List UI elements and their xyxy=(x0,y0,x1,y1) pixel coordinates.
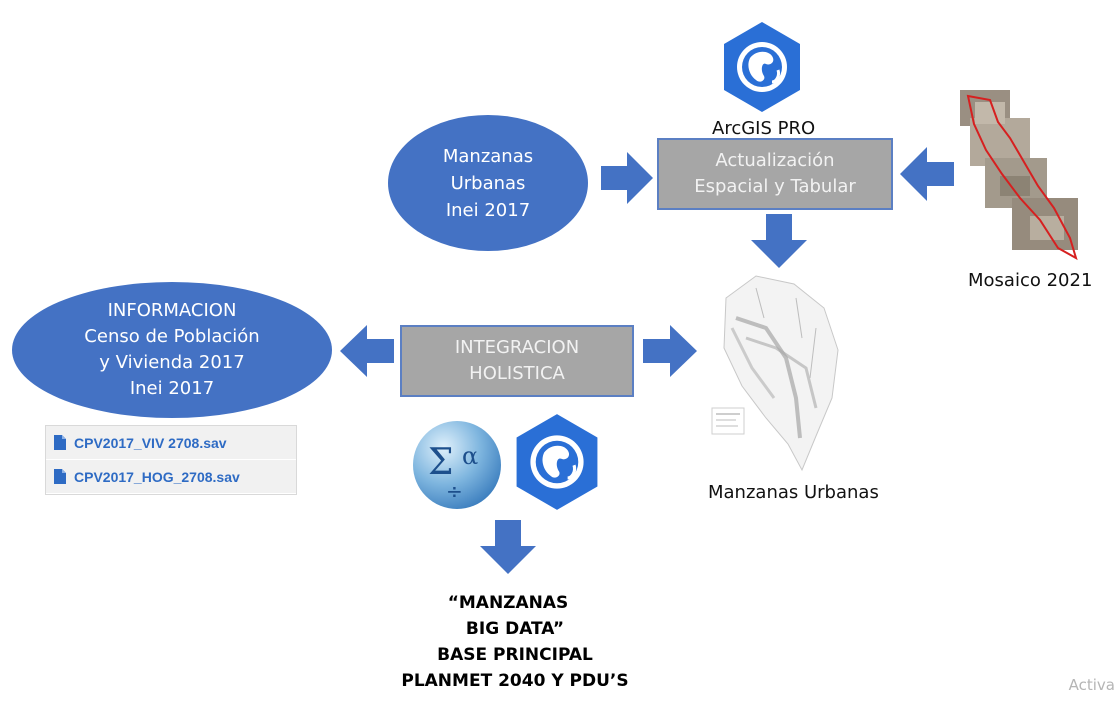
watermark: Activa xyxy=(1068,676,1115,694)
result-line: BIG DATA” xyxy=(465,619,565,639)
arcgis-pro-icon xyxy=(724,22,800,112)
ellipse-line: Manzanas xyxy=(442,145,534,167)
actualizacion-box: Actualización Espacial y Tabular xyxy=(657,138,893,210)
box-line: HOLISTICA xyxy=(469,363,565,384)
arrow-down xyxy=(480,520,536,574)
svg-text:÷: ÷ xyxy=(446,479,463,503)
file-icon xyxy=(54,469,66,484)
arrow-left xyxy=(900,147,954,201)
file-name: CPV2017_HOG_2708.sav xyxy=(74,468,240,485)
ellipse-line: y Vivienda 2017 xyxy=(99,352,245,373)
ellipse-line: Inei 2017 xyxy=(129,378,215,399)
arrow-right xyxy=(643,325,697,377)
ellipse-line: Inei 2017 xyxy=(445,199,531,221)
file-name: CPV2017_VIV 2708.sav xyxy=(74,434,227,451)
svg-text:α: α xyxy=(462,442,478,470)
mosaico-label: Mosaico 2021 xyxy=(968,270,1093,291)
result-line: “MANZANAS xyxy=(447,593,569,613)
spss-statistics-icon: Σ α ÷ xyxy=(413,421,501,509)
file-row[interactable]: CPV2017_VIV 2708.sav xyxy=(46,426,296,460)
urban-blocks-map xyxy=(711,275,839,472)
result-line: PLANMET 2040 Y PDU’S xyxy=(401,671,629,691)
arcgis-pro-label: ArcGIS PRO xyxy=(712,118,816,139)
box-line: INTEGRACION xyxy=(454,337,580,358)
arrow-down xyxy=(751,214,807,268)
box-line: Espacial y Tabular xyxy=(694,176,856,197)
informacion-ellipse: INFORMACION Censo de Población y Viviend… xyxy=(12,282,332,418)
arcgis-pro-icon xyxy=(516,414,598,510)
integracion-box: INTEGRACION HOLISTICA xyxy=(400,325,634,397)
box-line: Actualización xyxy=(715,150,835,171)
ellipse-line: INFORMACION xyxy=(107,300,237,321)
file-icon xyxy=(54,435,66,450)
svg-text:Σ: Σ xyxy=(428,442,453,483)
result-text: “MANZANAS BIG DATA” BASE PRINCIPAL PLANM… xyxy=(370,590,660,694)
satellite-mosaic-map xyxy=(960,90,1078,261)
arrow-left xyxy=(340,325,394,377)
ellipse-line: Censo de Población xyxy=(84,326,260,347)
file-list: CPV2017_VIV 2708.sav CPV2017_HOG_2708.sa… xyxy=(45,425,297,495)
manzanas-urbanas-label: Manzanas Urbanas xyxy=(708,482,879,503)
arrow-right xyxy=(601,152,653,204)
ellipse-line: Urbanas xyxy=(450,172,526,194)
manzanas-inei-ellipse: Manzanas Urbanas Inei 2017 xyxy=(388,115,588,251)
file-row[interactable]: CPV2017_HOG_2708.sav xyxy=(46,460,296,494)
result-line: BASE PRINCIPAL xyxy=(437,645,593,665)
